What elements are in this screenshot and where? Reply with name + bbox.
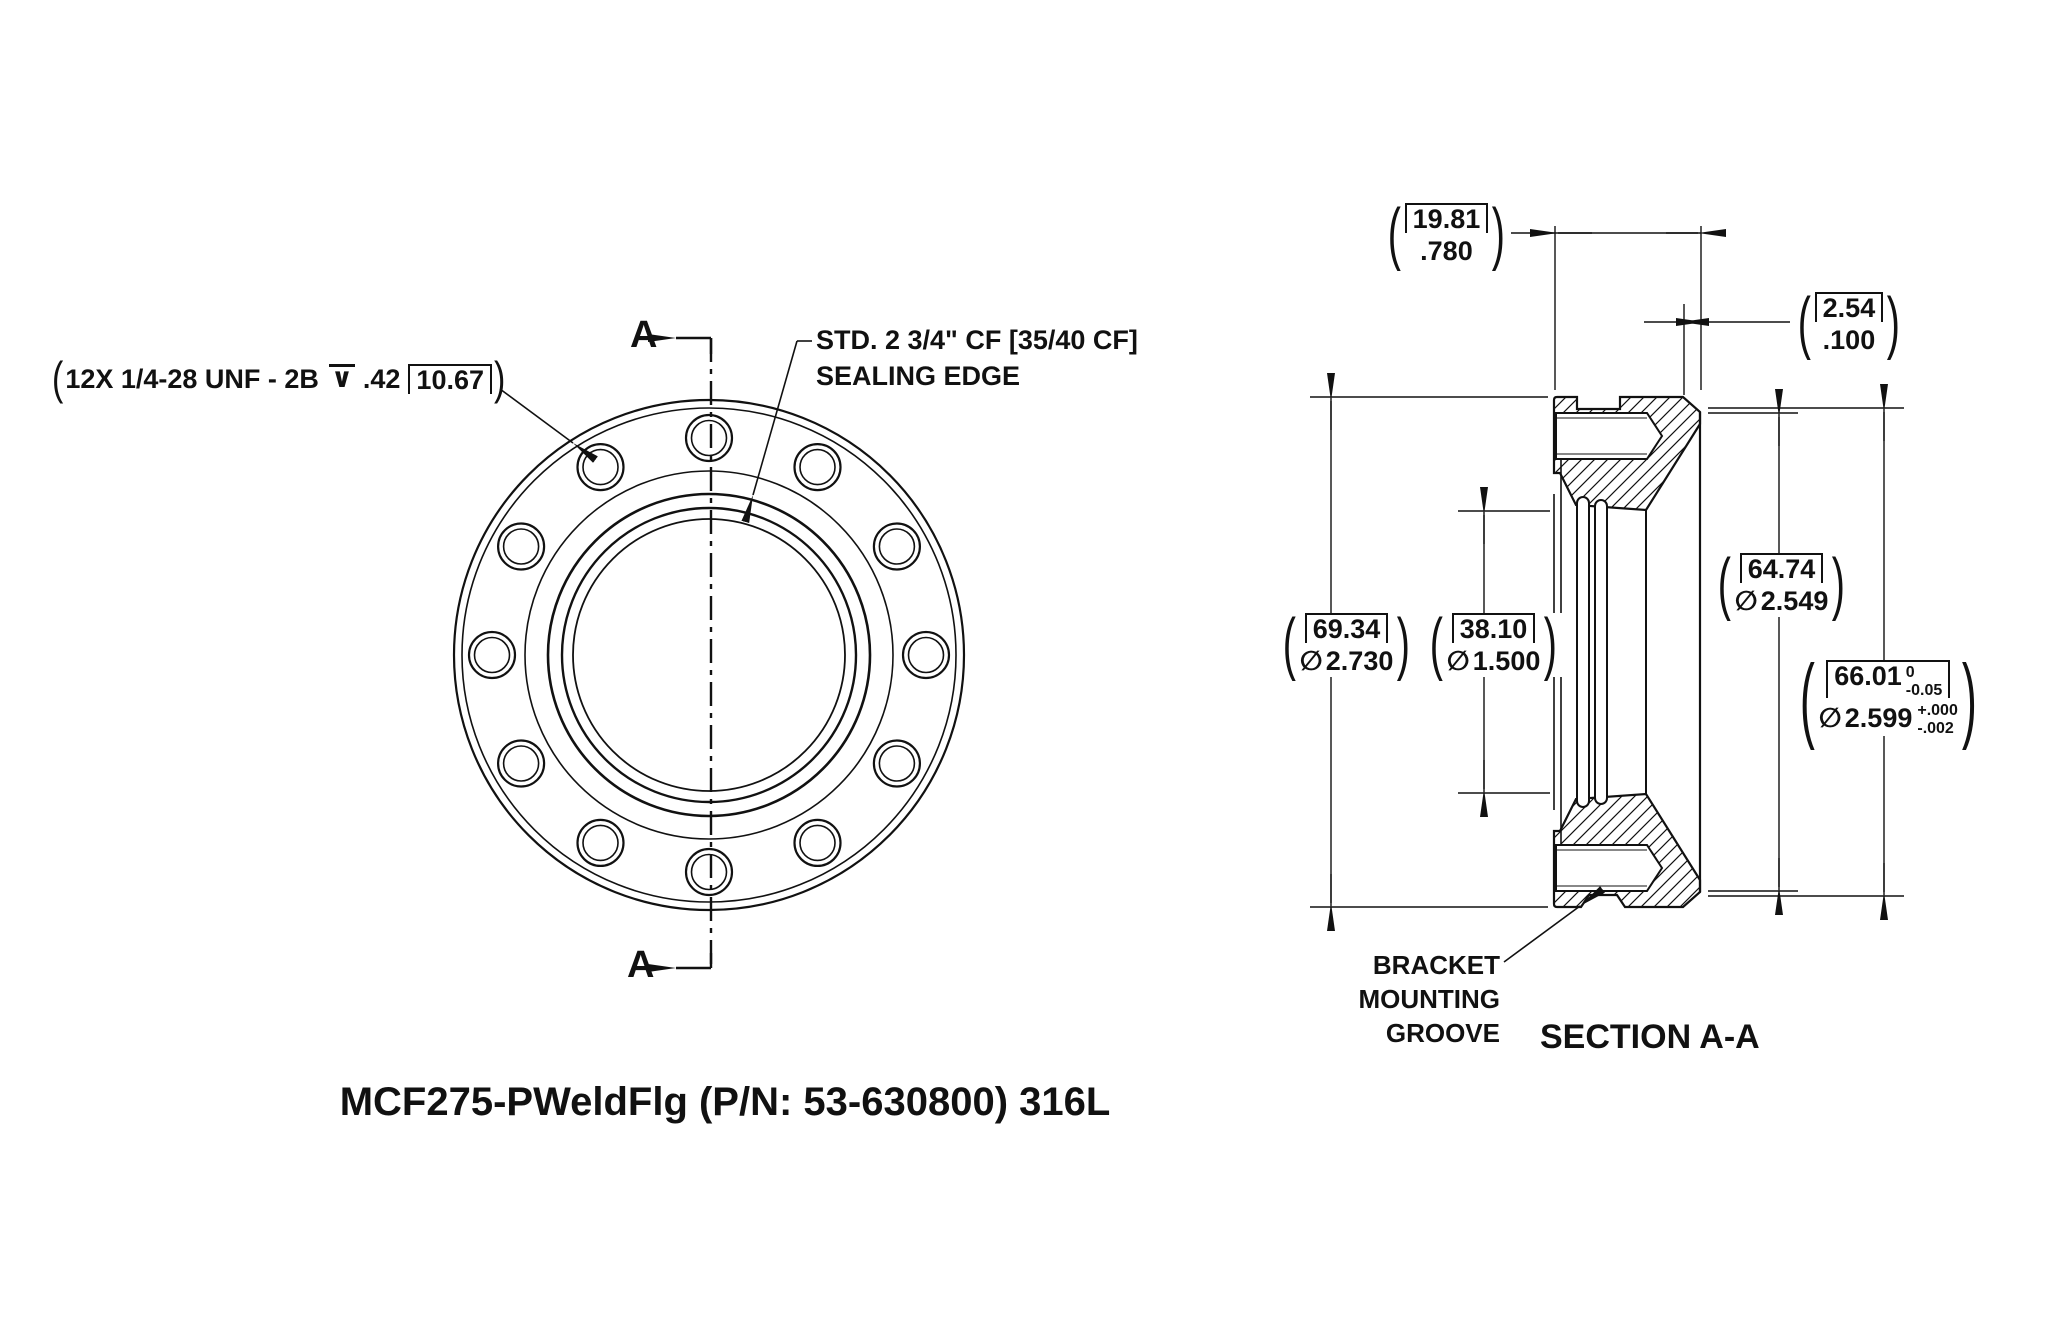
- bolt-holes: [467, 413, 951, 897]
- dim-socket-dia: [1708, 384, 1904, 920]
- thread-depth-in: .42: [362, 363, 401, 394]
- diameter-symbol: ∅: [1446, 646, 1470, 676]
- depth-symbol-icon: ∨: [328, 363, 355, 394]
- diameter-symbol: ∅: [1299, 646, 1323, 676]
- knife-edge-ridge-inner: [1594, 499, 1608, 805]
- dim-label-bore-dia: ( 38.10 ∅1.500 ): [1424, 606, 1564, 683]
- paren: ): [1544, 606, 1558, 683]
- paren: (: [1799, 644, 1815, 752]
- dim-mm: 19.81: [1404, 203, 1489, 233]
- bracket-groove-leader: [1503, 886, 1605, 963]
- paren: ): [1397, 606, 1411, 683]
- dim-label-seal-edge-dia: ( 64.74 ∅2.549 ): [1712, 546, 1852, 623]
- dim-inch-tol-lo: -.002: [1917, 719, 1954, 737]
- paren: ): [1961, 644, 1977, 752]
- bracket-groove-line1: BRACKET: [1372, 950, 1500, 980]
- seal-edge-label: STD. 2 3/4" CF [35/40 CF] SEALING EDGE: [816, 322, 1138, 394]
- bracket-groove-label: BRACKET MOUNTING GROOVE: [1340, 948, 1500, 1050]
- paren: ): [1491, 196, 1506, 273]
- tapped-hole-top: [1555, 412, 1664, 460]
- front-view: [452, 334, 966, 972]
- flange-outer-circle: [452, 398, 966, 912]
- section-middle-edges: [1553, 412, 1702, 892]
- bracket-groove-line2: MOUNTING: [1358, 984, 1500, 1014]
- paren: (: [1717, 546, 1731, 623]
- dim-mm: 69.34: [1304, 613, 1389, 643]
- tapped-hole-bottom: [1555, 844, 1664, 892]
- dim-mm: 64.74: [1739, 553, 1824, 583]
- section-marker-top: A: [630, 314, 658, 356]
- bore-circle: [572, 518, 846, 792]
- paren: ): [1886, 285, 1901, 362]
- dim-label-outer-dia: ( 69.34 ∅2.730 ): [1277, 606, 1417, 683]
- dim-inch: 2.730: [1325, 646, 1394, 676]
- dim-inch: .100: [1822, 325, 1876, 355]
- paren: (: [1282, 606, 1296, 683]
- seal-edge-label-line2: SEALING EDGE: [816, 361, 1021, 391]
- dim-inch-tol-hi: +.000: [1917, 702, 1958, 720]
- sealing-edge-circle: [546, 492, 872, 818]
- dim-thickness: [1502, 226, 1726, 390]
- thread-callout-leader: [499, 388, 598, 463]
- section-view: [1503, 395, 1702, 963]
- dim-inch: 2.549: [1760, 586, 1829, 616]
- seal-edge-label-line1: STD. 2 3/4" CF [35/40 CF]: [816, 325, 1138, 355]
- bracket-groove-line3: GROOVE: [1385, 1018, 1500, 1048]
- dim-mm: 2.54: [1814, 292, 1884, 322]
- dim-inch: .780: [1420, 236, 1473, 266]
- dim-mm: 38.10: [1451, 613, 1536, 643]
- section-title: SECTION A-A: [1540, 1018, 1760, 1056]
- thread-callout-text: 12X 1/4-28 UNF - 2B: [65, 363, 319, 394]
- thread-callout: ( 12X 1/4-28 UNF - 2B ∨ .42 10.67 ): [50, 356, 507, 402]
- dim-seal-edge-dia: [1708, 389, 1798, 915]
- dim-mm-tol-hi: 0: [1905, 664, 1915, 681]
- section-marker-bottom: A: [627, 944, 655, 986]
- flange-outer-inner-circle: [461, 407, 957, 903]
- paren: ): [1832, 546, 1846, 623]
- diameter-symbol: ∅: [1734, 586, 1758, 616]
- dim-seal-land: [1644, 304, 1790, 395]
- dim-inch: 1.500: [1472, 646, 1541, 676]
- dim-label-thickness: ( 19.81 .780 ): [1382, 196, 1511, 273]
- diameter-symbol: ∅: [1818, 703, 1842, 734]
- knife-edge-ridge-outer: [1576, 496, 1590, 808]
- recess-circle: [524, 470, 894, 840]
- paren: ): [494, 353, 506, 405]
- section-line: [648, 334, 713, 972]
- paren: (: [1797, 285, 1811, 362]
- thread-depth-mm: 10.67: [408, 364, 492, 394]
- paren: (: [52, 353, 64, 405]
- dim-label-seal-land: ( 2.54 .100 ): [1792, 285, 1906, 362]
- seal-label-leader: [741, 340, 812, 524]
- drawing-title: MCF275-PWeldFlg (P/N: 53-630800) 316L: [339, 1080, 1111, 1124]
- sealing-edge-inner-circle: [560, 506, 858, 804]
- dim-inch: 2.599: [1844, 703, 1913, 734]
- dim-mm: 66.01: [1834, 661, 1902, 691]
- paren: (: [1429, 606, 1443, 683]
- paren: (: [1387, 196, 1401, 273]
- dim-mm-tol-lo: -0.05: [1905, 681, 1943, 699]
